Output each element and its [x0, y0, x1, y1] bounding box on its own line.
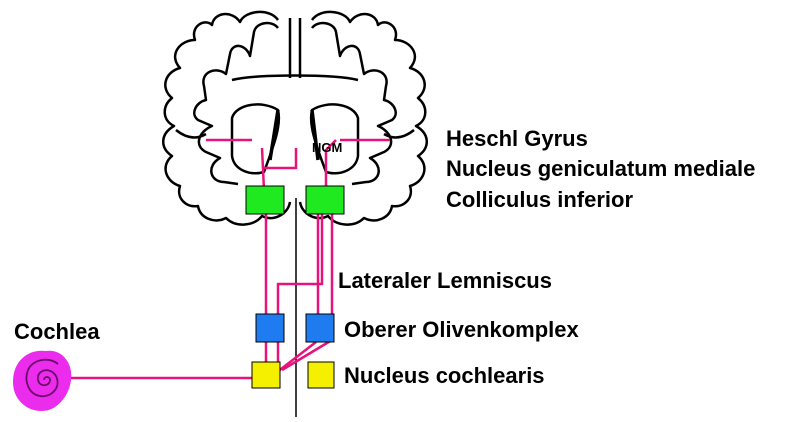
cochlear-nucleus-label: Nucleus cochlearis [344, 365, 545, 387]
right-cochlear-nucleus-box [308, 362, 334, 388]
left-gyri [194, 23, 278, 184]
heschl-gyrus-label: Heschl Gyrus [446, 128, 588, 150]
interhemispheric-fissure [290, 18, 300, 78]
right-gyri [312, 23, 396, 184]
corpus-callosum [232, 76, 358, 81]
superior-olive-label: Oberer Olivenkomplex [344, 319, 579, 341]
pathway-right-main [282, 204, 332, 370]
right-colliculus-box [306, 186, 344, 214]
right-olive-box [306, 314, 334, 342]
cochlea-spiral [14, 352, 70, 410]
lateral-lemniscus-label: Lateraler Lemniscus [338, 270, 552, 292]
left-colliculus-box [246, 186, 284, 214]
ngm-label: Nucleus geniculatum mediale [446, 158, 755, 180]
left-olive-box [256, 314, 284, 342]
brain-outline [163, 12, 427, 225]
colliculus-inferior-label: Colliculus inferior [446, 189, 633, 211]
cochlea-label: Cochlea [14, 321, 100, 343]
auditory-pathway-lines [68, 140, 390, 378]
left-cochlear-nucleus-box [252, 362, 280, 388]
ngm-abbrev-label: NGM [312, 141, 342, 154]
